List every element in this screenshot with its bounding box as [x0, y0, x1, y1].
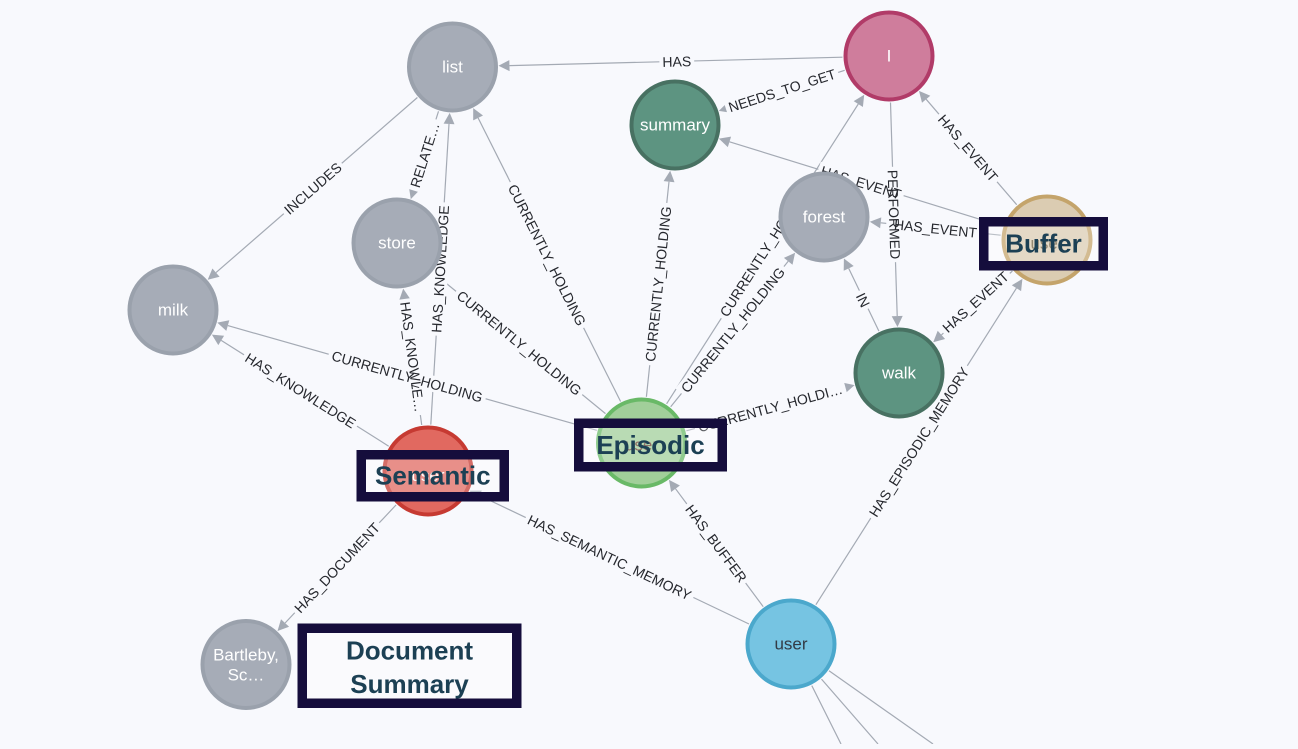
svg-text:list: list [442, 58, 463, 77]
svg-text:I: I [887, 47, 892, 66]
svg-text:Episodic: Episodic [596, 430, 704, 460]
svg-text:HAS: HAS [662, 53, 691, 70]
svg-text:Document: Document [346, 635, 473, 665]
svg-text:user: user [625, 436, 658, 455]
svg-text:summary: summary [640, 116, 710, 135]
svg-text:Summary: Summary [350, 669, 469, 699]
svg-text:forest: forest [803, 208, 846, 227]
svg-text:user: user [774, 635, 807, 654]
svg-text:store: store [378, 234, 416, 253]
svg-text:walk: walk [881, 364, 917, 383]
svg-text:user: user [1030, 234, 1063, 253]
svg-text:PERFORMED: PERFORMED [885, 170, 904, 260]
svg-text:Sc…: Sc… [228, 666, 265, 685]
svg-text:Bartleby,: Bartleby, [213, 646, 279, 665]
svg-text:milk: milk [158, 301, 189, 320]
svg-text:user: user [411, 466, 444, 485]
svg-text:IN: IN [853, 290, 873, 310]
svg-text:Semantic: Semantic [375, 461, 491, 491]
svg-text:Buffer: Buffer [1005, 229, 1082, 259]
